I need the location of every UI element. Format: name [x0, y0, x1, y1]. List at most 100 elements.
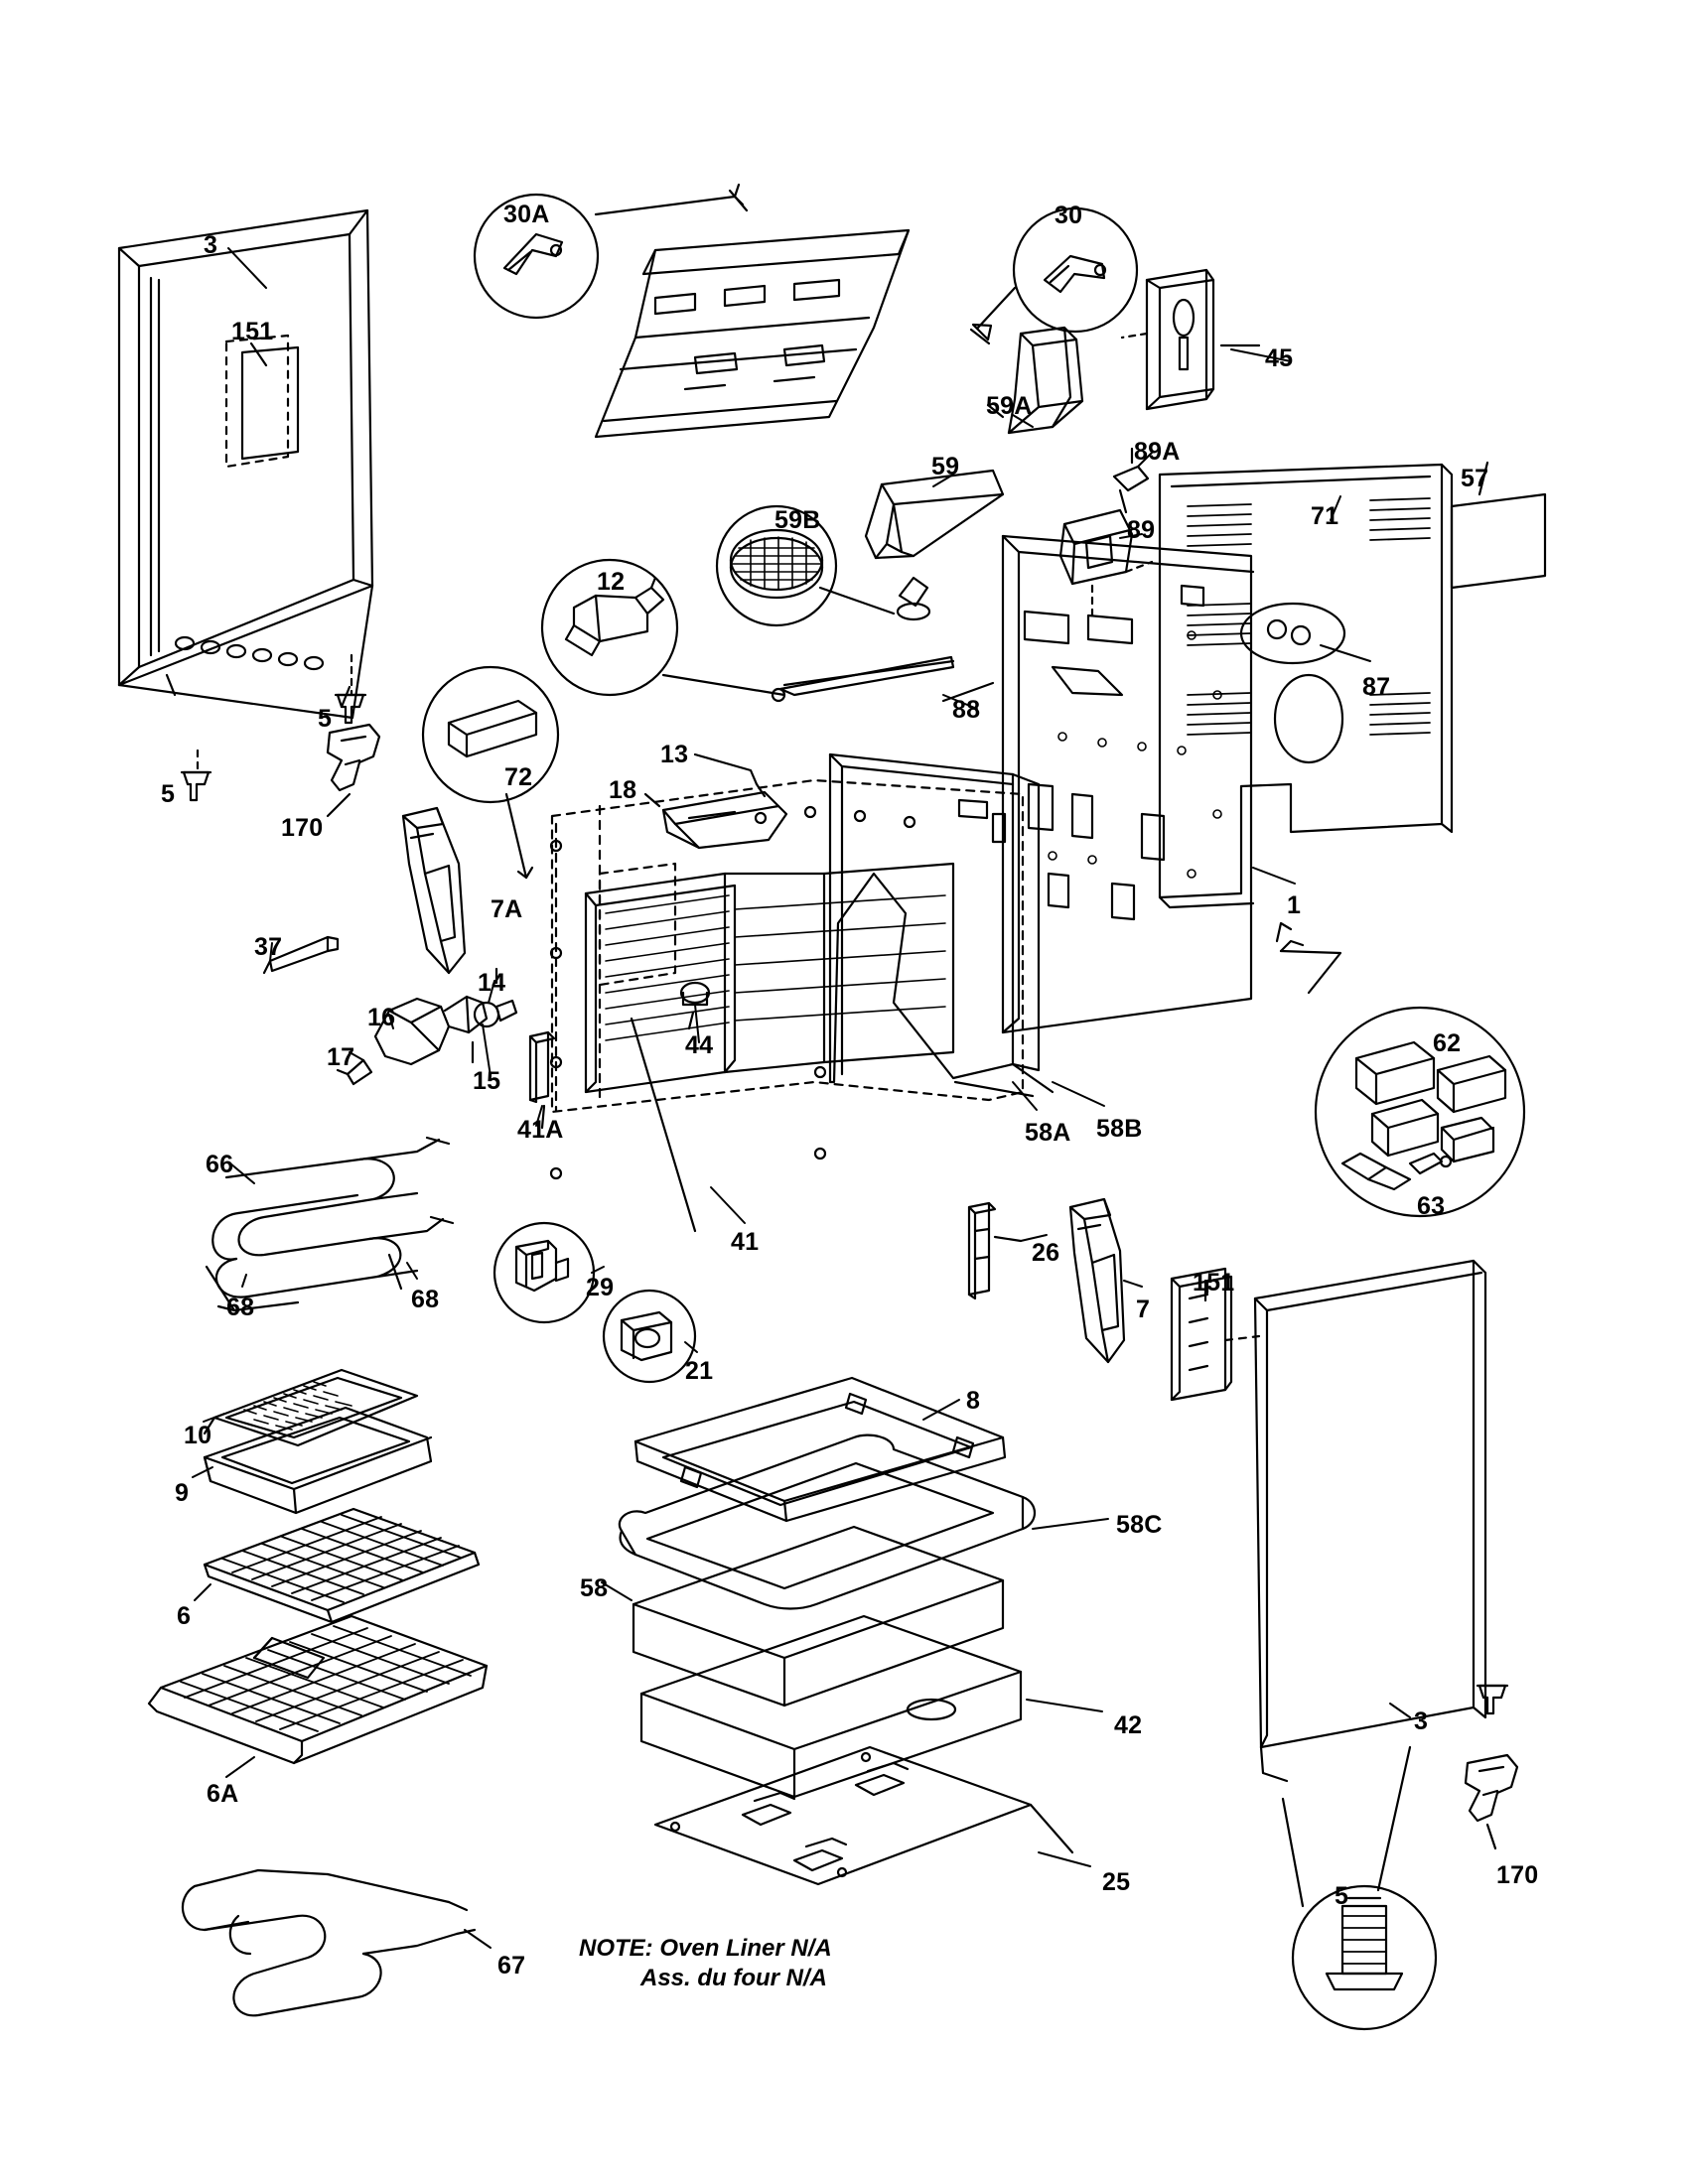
part-57-label: [1450, 461, 1547, 590]
part-oven-cavity: [549, 778, 1025, 1180]
callout-89: 89: [1127, 516, 1156, 544]
callout-42: 42: [1114, 1711, 1143, 1739]
part-6A-rack: [147, 1614, 489, 1765]
callout-57: 57: [1461, 465, 1489, 492]
part-right-side-panel: [1170, 1259, 1487, 1783]
callout-68: 68: [411, 1286, 440, 1313]
callout-68: 68: [226, 1294, 255, 1321]
part-bracket-170-left: [326, 723, 381, 818]
callout-29: 29: [586, 1274, 615, 1301]
leader-151-left: [249, 341, 268, 367]
part-6-rack: [203, 1507, 481, 1624]
part-58C-gasket: [618, 1433, 1037, 1610]
callout-21: 21: [685, 1357, 714, 1385]
callout-3: 3: [1414, 1707, 1429, 1735]
part-9-broiler-pan: [203, 1406, 433, 1515]
callout-8: 8: [966, 1387, 981, 1415]
callout-63: 63: [1417, 1192, 1446, 1220]
callout-151: 151: [231, 318, 274, 345]
part-21-detail: [602, 1289, 697, 1384]
part-10-broiler-insert: [203, 1368, 419, 1447]
callout-37: 37: [254, 933, 283, 961]
part-lamp-assembly: [336, 967, 518, 1086]
part-12-detail: [540, 558, 786, 697]
callout-1: 1: [1287, 891, 1302, 919]
part-59A-duct: [986, 326, 1084, 435]
callout-13: 13: [660, 741, 689, 768]
callout-59B: 59B: [774, 506, 821, 534]
callout-41A: 41A: [517, 1116, 564, 1144]
part-59-duct: [864, 469, 1005, 621]
part-7A-hinge: [401, 806, 467, 975]
callout-9: 9: [175, 1479, 190, 1507]
callout-7A: 7A: [491, 895, 523, 923]
callout-66: 66: [206, 1151, 234, 1178]
part-30-detail: [969, 206, 1139, 345]
part-67-element: [181, 1868, 477, 2017]
part-screw-5-left: [180, 749, 212, 802]
callout-62: 62: [1433, 1029, 1462, 1057]
note-line-1: NOTE: Oven Liner N/A: [579, 1935, 832, 1962]
callout-41: 41: [731, 1228, 760, 1256]
callout-6A: 6A: [207, 1780, 239, 1808]
callout-5: 5: [1335, 1882, 1349, 1910]
callout-88: 88: [952, 696, 981, 724]
callout-170: 170: [1496, 1861, 1539, 1889]
callout-6: 6: [177, 1602, 192, 1630]
part-88-rod: [771, 655, 995, 703]
part-71-back-panel: [1158, 463, 1454, 909]
note-line-2: Ass. du four N/A: [640, 1965, 828, 1991]
diagram-note: NOTE: Oven Liner N/A Ass. du four N/A: [579, 1934, 832, 1993]
part-66-element: [205, 1136, 455, 1312]
callout-71: 71: [1311, 502, 1339, 530]
callout-89A: 89A: [1134, 438, 1181, 466]
part-29-detail: [492, 1221, 596, 1324]
callout-25: 25: [1102, 1868, 1131, 1896]
callout-3: 3: [204, 231, 218, 259]
part-screw-5-left-upper: [334, 653, 367, 725]
part-1-chassis: [1001, 534, 1293, 1034]
callout-16: 16: [367, 1004, 396, 1031]
callout-58C: 58C: [1116, 1511, 1163, 1539]
part-42-bottom-panel: [639, 1614, 1023, 1799]
callout-45: 45: [1265, 344, 1294, 372]
part-25-bottom-plate: [653, 1745, 1074, 1886]
part-72-detail: [421, 665, 560, 880]
part-screw-5-right-top: [1476, 1684, 1509, 1715]
callout-30: 30: [1055, 202, 1083, 229]
part-45-block: [1120, 268, 1261, 411]
callout-87: 87: [1362, 673, 1391, 701]
callout-5: 5: [161, 780, 176, 808]
part-left-side-panel: [117, 208, 374, 720]
callout-58: 58: [580, 1574, 609, 1602]
callout-7: 7: [1136, 1296, 1151, 1323]
callout-67: 67: [497, 1952, 526, 1979]
part-7-hinge: [1068, 1197, 1126, 1364]
part-89A: [1112, 447, 1150, 514]
part-170-right: [1464, 1753, 1519, 1850]
callout-170: 170: [281, 814, 324, 842]
callout-151: 151: [1193, 1269, 1235, 1297]
part-30A-detail: [473, 183, 749, 320]
part-58B-shield: [828, 752, 1055, 1098]
callout-72: 72: [504, 763, 533, 791]
part-26-bracket: [967, 1201, 1023, 1300]
part-top-rail: [594, 228, 911, 439]
part-18-panel: [643, 790, 788, 850]
callout-5: 5: [318, 705, 333, 733]
callout-17: 17: [327, 1043, 355, 1071]
callout-18: 18: [609, 776, 637, 804]
part-59B-detail: [715, 504, 896, 627]
callout-26: 26: [1032, 1239, 1060, 1267]
part-41-leader: [630, 1017, 697, 1233]
callout-44: 44: [685, 1031, 714, 1059]
callout-59A: 59A: [986, 392, 1033, 420]
callout-58A: 58A: [1025, 1119, 1071, 1147]
part-41A-tab: [528, 1030, 556, 1130]
callout-15: 15: [473, 1067, 501, 1095]
callout-14: 14: [478, 969, 506, 997]
callout-30A: 30A: [503, 201, 550, 228]
callout-58B: 58B: [1096, 1115, 1143, 1143]
